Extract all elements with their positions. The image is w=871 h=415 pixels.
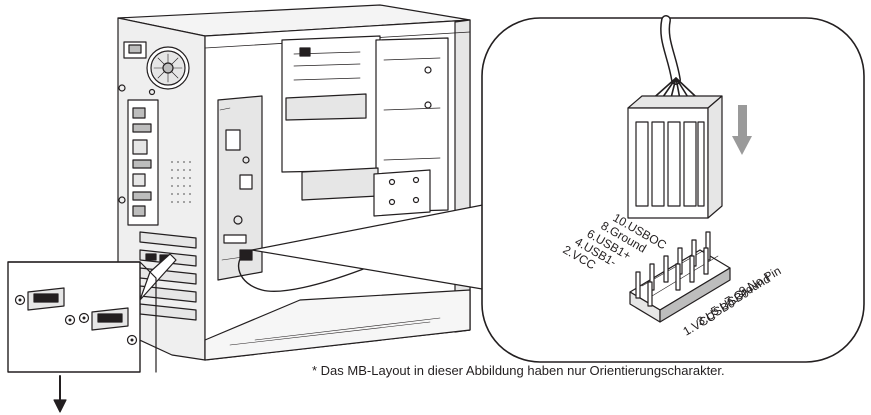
psu-fan bbox=[123, 41, 190, 96]
pin-header bbox=[629, 231, 731, 323]
io-shield bbox=[118, 84, 191, 226]
front-panel-inset bbox=[7, 253, 177, 373]
continue-arrow bbox=[53, 375, 67, 413]
motherboard bbox=[217, 95, 263, 281]
drive-cage bbox=[281, 35, 449, 217]
usb-header-connector bbox=[627, 95, 723, 219]
header-cable bbox=[639, 15, 711, 111]
footnote: * Das MB-Layout in dieser Abbildung habe… bbox=[312, 363, 725, 378]
insert-direction-arrow bbox=[732, 105, 752, 155]
